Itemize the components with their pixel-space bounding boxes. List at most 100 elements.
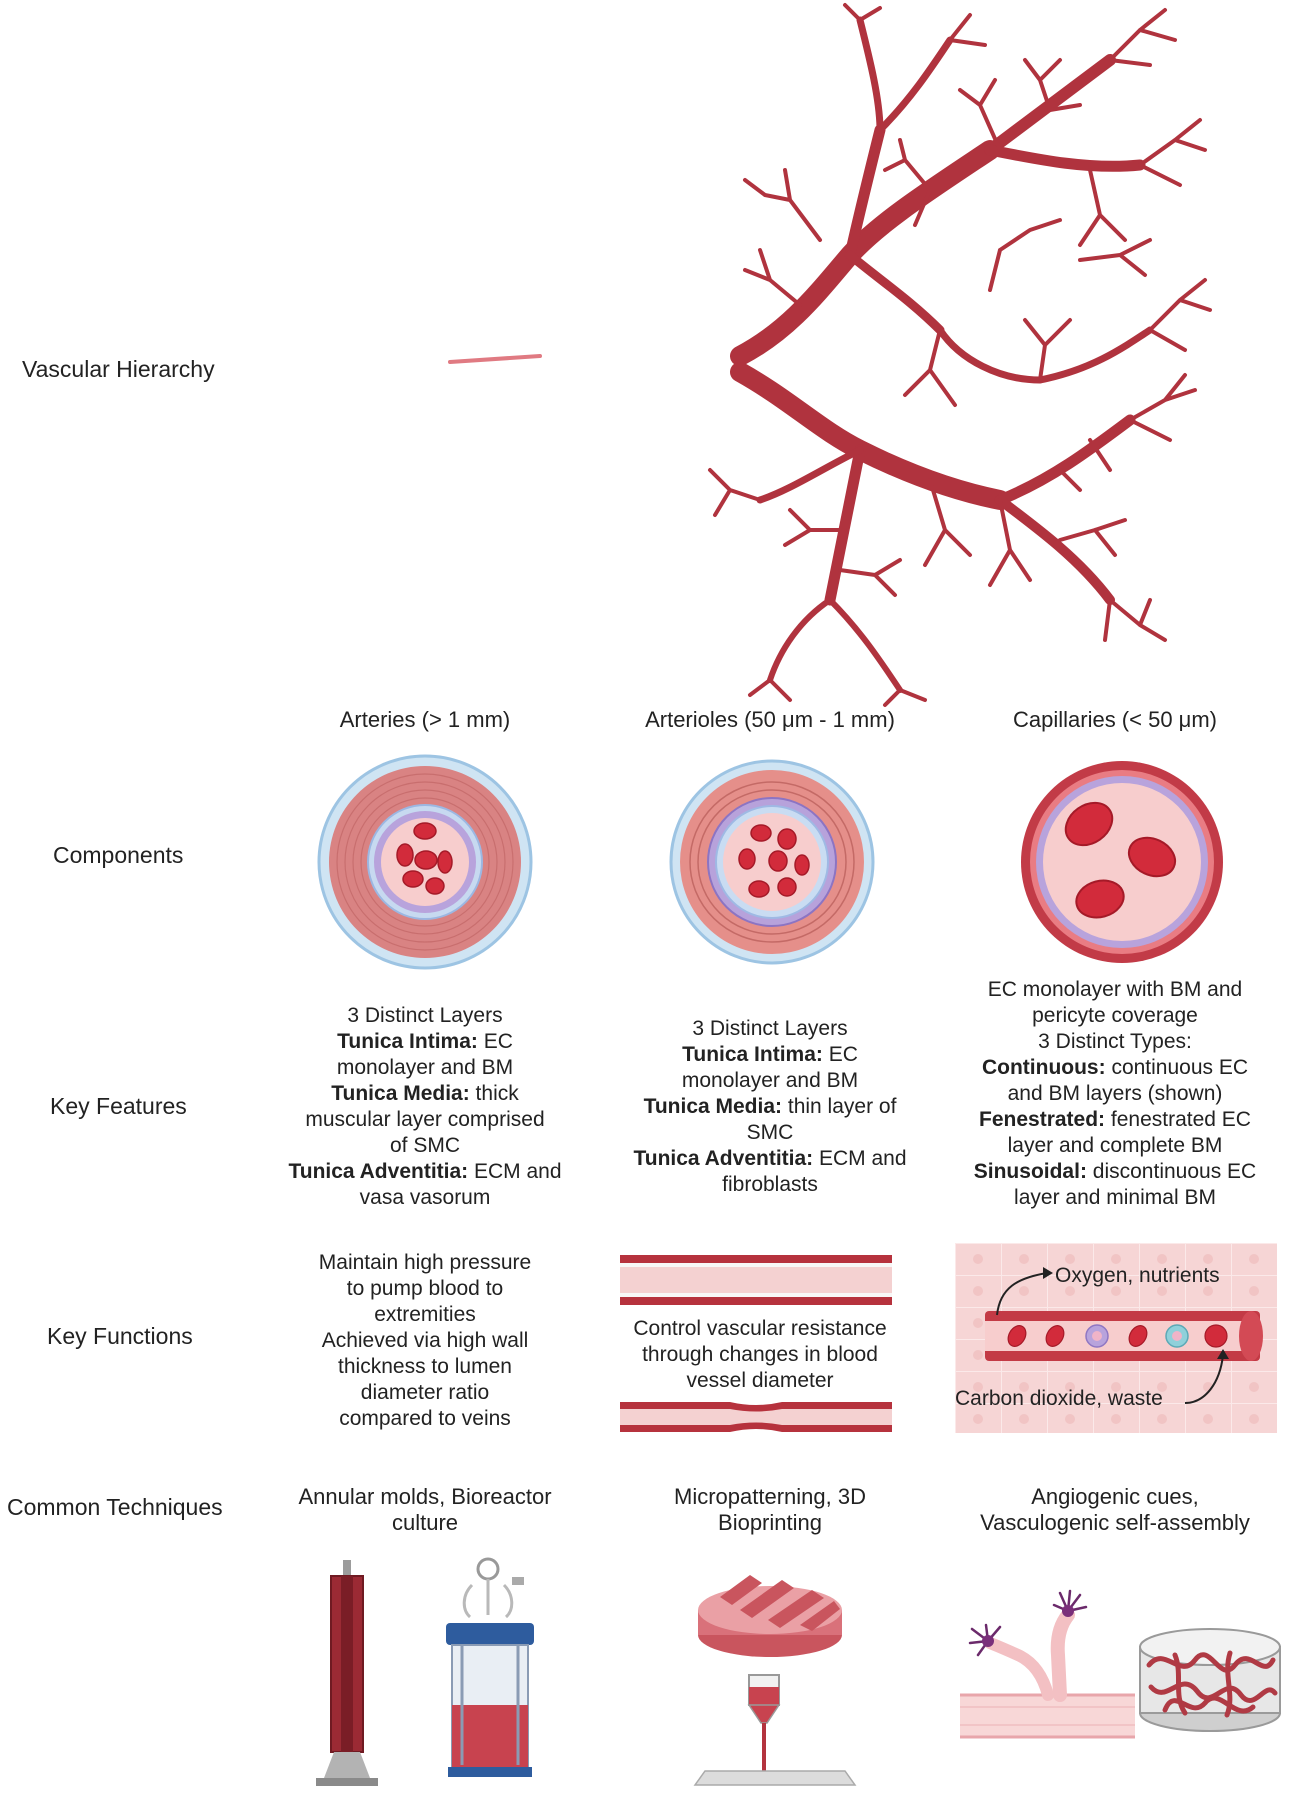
feature-line: fibroblasts bbox=[610, 1172, 930, 1198]
red-blood-cell bbox=[777, 877, 797, 897]
red-blood-cell bbox=[437, 850, 453, 874]
feature-text: EC bbox=[477, 1030, 513, 1053]
row-label-key-features: Key Features bbox=[50, 1093, 187, 1119]
feature-text: ECM and bbox=[813, 1147, 907, 1170]
feature-text: thick bbox=[469, 1082, 519, 1105]
artery-cross-section bbox=[317, 754, 533, 970]
feature-text: layer and complete BM bbox=[1007, 1134, 1223, 1157]
feature-line: 3 Distinct Layers bbox=[610, 1016, 930, 1042]
red-blood-cell bbox=[748, 880, 770, 898]
column-header-capillaries: Capillaries (< 50 μm) bbox=[1012, 707, 1217, 732]
function-line: vessel diameter bbox=[686, 1369, 834, 1392]
feature-text: of SMC bbox=[389, 1134, 460, 1157]
capillary-exchange-out-label: Carbon dioxide, waste bbox=[955, 1387, 1163, 1410]
bioreactor-illustration bbox=[446, 1557, 534, 1777]
red-blood-cell bbox=[738, 848, 756, 870]
red-blood-cell bbox=[1064, 801, 1114, 847]
column-header-arteries: Arteries (> 1 mm) bbox=[339, 707, 511, 732]
capillary-exchange-in-label: Oxygen, nutrients bbox=[1055, 1264, 1220, 1287]
annular-mold-illustration bbox=[316, 1560, 378, 1786]
red-blood-cell bbox=[1128, 1325, 1148, 1347]
feature-line: Tunica Media: thin layer of bbox=[610, 1094, 930, 1120]
capillary-cross-section bbox=[1021, 761, 1223, 963]
arrow-oxygen-out bbox=[996, 1272, 1048, 1316]
red-blood-cell bbox=[1127, 836, 1177, 878]
row-label-vascular-hierarchy: Vascular Hierarchy bbox=[22, 356, 215, 382]
red-blood-cell bbox=[1045, 1325, 1065, 1347]
feature-term: Tunica Intima: bbox=[337, 1030, 478, 1053]
feature-term: Fenestrated: bbox=[979, 1108, 1106, 1131]
functions-arterioles: Control vascular resistance through chang… bbox=[610, 1316, 910, 1394]
technique-line: Micropatterning, 3D bbox=[674, 1484, 866, 1509]
function-line: thickness to lumen bbox=[338, 1355, 512, 1378]
feature-line: Tunica Media: thick bbox=[265, 1081, 585, 1107]
feature-line: of SMC bbox=[265, 1133, 585, 1159]
micropatterning-illustration bbox=[698, 1575, 842, 1657]
feature-text: and BM layers (shown) bbox=[1007, 1082, 1223, 1105]
feature-line: vasa vasorum bbox=[265, 1185, 585, 1211]
feature-text: layer and minimal BM bbox=[1014, 1186, 1216, 1209]
feature-line: Continuous: continuous EC bbox=[955, 1055, 1275, 1081]
feature-line: and BM layers (shown) bbox=[955, 1081, 1275, 1107]
feature-line: monolayer and BM bbox=[610, 1068, 930, 1094]
feature-line: Tunica Intima: EC bbox=[610, 1042, 930, 1068]
feature-line: SMC bbox=[610, 1120, 930, 1146]
feature-text: SMC bbox=[746, 1121, 794, 1144]
feature-term: Continuous: bbox=[981, 1056, 1106, 1079]
feature-text: fibroblasts bbox=[722, 1173, 818, 1196]
function-line: Control vascular resistance bbox=[633, 1317, 887, 1340]
techniques-capillaries: Angiogenic cues,Vasculogenic self-assemb… bbox=[955, 1484, 1275, 1536]
red-blood-cell bbox=[425, 877, 445, 895]
function-line: through changes in blood bbox=[642, 1343, 878, 1366]
feature-text: monolayer and BM bbox=[681, 1069, 859, 1092]
red-blood-cell bbox=[768, 850, 788, 872]
feature-line: Fenestrated: fenestrated EC bbox=[955, 1107, 1275, 1133]
vascular-tree-illustration bbox=[338, 3, 1212, 707]
feature-term: Sinusoidal: bbox=[973, 1160, 1087, 1183]
function-line: compared to veins bbox=[339, 1407, 511, 1430]
red-blood-cell bbox=[402, 870, 424, 888]
feature-text: continuous EC bbox=[1105, 1056, 1249, 1079]
red-blood-cell bbox=[1007, 1325, 1027, 1347]
technique-line: Bioprinting bbox=[718, 1510, 822, 1535]
feature-line: pericyte coverage bbox=[955, 1003, 1275, 1029]
technique-line: culture bbox=[391, 1510, 459, 1535]
feature-line: layer and minimal BM bbox=[955, 1185, 1275, 1211]
arteriole-vessel-constricted bbox=[620, 1402, 892, 1432]
feature-text: 3 Distinct Types: bbox=[1038, 1030, 1192, 1053]
feature-text: fenestrated EC bbox=[1105, 1108, 1251, 1131]
arteriole-cross-section bbox=[669, 759, 875, 965]
feature-text: discontinuous EC bbox=[1086, 1160, 1257, 1183]
arrow-co2-in bbox=[1184, 1354, 1224, 1404]
feature-line: 3 Distinct Types: bbox=[955, 1029, 1275, 1055]
feature-term: Tunica Media: bbox=[331, 1082, 470, 1105]
feature-term: Tunica Adventitia: bbox=[633, 1147, 814, 1170]
feature-text: EC bbox=[822, 1043, 858, 1066]
feature-line: EC monolayer with BM and bbox=[955, 977, 1275, 1003]
red-blood-cell bbox=[1075, 879, 1125, 919]
function-line: to pump blood to bbox=[346, 1277, 504, 1300]
function-line: diameter ratio bbox=[360, 1381, 490, 1404]
function-line: Achieved via high wall bbox=[321, 1329, 529, 1352]
red-blood-cell bbox=[413, 822, 437, 840]
feature-line: Tunica Intima: EC bbox=[265, 1029, 585, 1055]
feature-line: 3 Distinct Layers bbox=[265, 1003, 585, 1029]
red-blood-cell bbox=[777, 828, 797, 850]
red-blood-cell bbox=[1204, 1324, 1228, 1348]
red-blood-cell bbox=[750, 824, 772, 842]
feature-line: Tunica Adventitia: ECM and bbox=[265, 1159, 585, 1185]
red-blood-cell bbox=[794, 854, 810, 876]
feature-term: Tunica Media: bbox=[643, 1095, 783, 1118]
red-blood-cell bbox=[414, 850, 438, 870]
feature-line: muscular layer comprised bbox=[265, 1107, 585, 1133]
feature-term: Tunica Adventitia: bbox=[288, 1160, 469, 1183]
red-blood-cell bbox=[396, 843, 414, 867]
trunk-highlight bbox=[448, 354, 542, 364]
technique-line: Annular molds, Bioreactor bbox=[298, 1484, 552, 1509]
